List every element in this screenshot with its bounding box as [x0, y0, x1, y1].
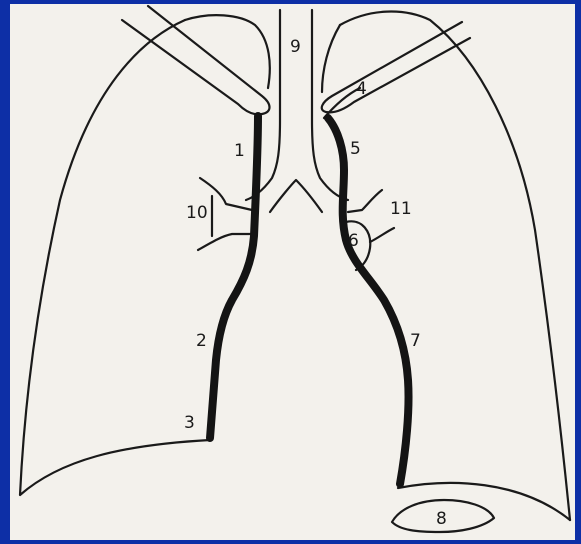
label-10: 10: [186, 203, 208, 223]
left-paratracheal-curve: [324, 88, 360, 118]
left-paraspinal-aortic-line: [328, 118, 409, 484]
label-1: 1: [234, 141, 245, 161]
right-paratracheal-stripe-line: [210, 116, 258, 438]
diagram-paper: 1 2 3 4 5 6 7 8 9 10 11: [10, 4, 575, 540]
label-6: 6: [348, 231, 359, 251]
mediastinal-lines-diagram: 1 2 3 4 5 6 7 8 9 10 11: [10, 4, 575, 540]
carina: [270, 180, 322, 212]
label-4: 4: [356, 79, 367, 99]
label-7: 7: [410, 331, 421, 351]
right-hilum-upper: [200, 178, 252, 210]
left-hilum-lower: [370, 228, 394, 242]
right-hilum-lower: [198, 234, 252, 250]
left-hilum-upper: [348, 190, 382, 212]
label-3: 3: [184, 413, 195, 433]
right-lung-apex: [185, 15, 270, 88]
label-9: 9: [290, 37, 301, 57]
label-2: 2: [196, 331, 207, 351]
label-8: 8: [436, 509, 447, 529]
label-11: 11: [390, 199, 412, 219]
right-clavicle: [122, 6, 270, 114]
left-lung-outline: [340, 12, 570, 520]
left-lung-apex: [322, 25, 340, 92]
right-lung-outline: [20, 20, 210, 495]
label-5: 5: [350, 139, 361, 159]
